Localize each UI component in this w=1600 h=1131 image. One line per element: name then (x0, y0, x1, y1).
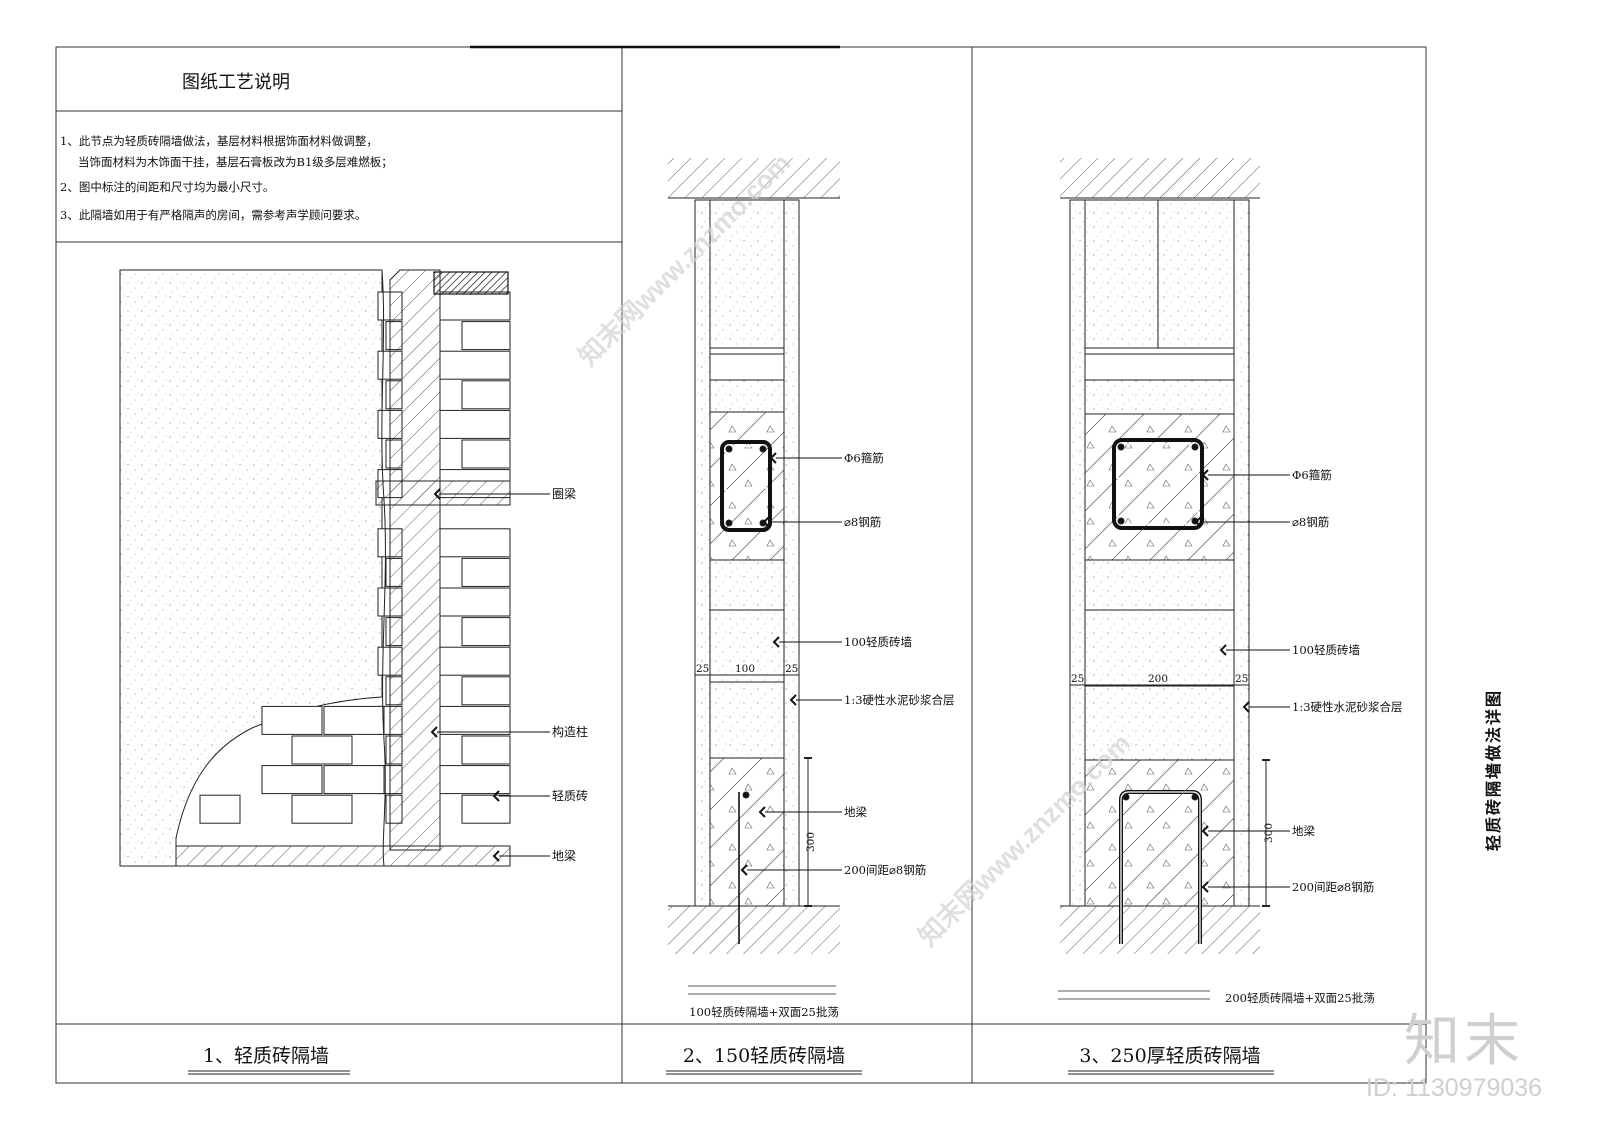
slab-above (1060, 158, 1260, 198)
d2-label-ground-beam: 地梁 (844, 805, 867, 819)
caption-3: 3、250厚轻质砖隔墙 (1079, 1045, 1260, 1067)
slab-above (668, 158, 840, 198)
watermark-id: ID: 1130979036 (1366, 1074, 1543, 1102)
detail-2-leaders (740, 452, 842, 876)
d3-label-wall: 100轻质砖墙 (1292, 643, 1360, 657)
brick (461, 676, 511, 706)
brick (461, 380, 511, 410)
d2-label-stirrup: Φ6箍筋 (844, 451, 884, 465)
brick-mid (1084, 379, 1235, 415)
cut-section-top (433, 271, 509, 295)
brick (439, 646, 511, 676)
brick (461, 735, 511, 765)
d2-label-wall: 100轻质砖墙 (844, 635, 912, 649)
d3-label-stirrup: Φ6箍筋 (1292, 468, 1332, 482)
detail-3-leaders (1194, 469, 1290, 893)
d2-dim-height: 300 (805, 832, 817, 852)
note-line-1: 1、此节点为轻质砖隔墙做法，基层材料根据饰面材料做调整， (60, 134, 378, 148)
d2-dim-left: 25 (696, 663, 709, 675)
plaster-surface (119, 269, 383, 867)
brick-lower (1084, 559, 1235, 761)
d3-label-rebar: ⌀8钢筋 (1292, 515, 1329, 529)
d3-subtitle-rule (1058, 990, 1210, 1000)
d3-dim-right: 25 (1235, 673, 1248, 685)
d2-label-spacing: 200间距⌀8钢筋 (844, 863, 926, 877)
label-ground-beam: 地梁 (552, 848, 576, 863)
note-line-3: 2、图中标注的间距和尺寸均为最小尺寸。 (60, 180, 274, 194)
brick (439, 409, 511, 439)
brick (439, 705, 511, 735)
d3-label-spacing: 200间距⌀8钢筋 (1292, 880, 1374, 894)
brick-mid (709, 379, 785, 413)
stirrup-6 (720, 440, 772, 532)
ground-beam (175, 845, 511, 867)
brick (439, 528, 511, 558)
d3-dim-left: 25 (1071, 673, 1084, 685)
brick (461, 557, 511, 587)
d3-label-mortar: 1:3硬性水泥砂浆合层 (1292, 700, 1403, 714)
break-line (381, 269, 386, 867)
detail-1-leaders (430, 488, 550, 862)
brick (439, 350, 511, 380)
d2-subtitle-rule (688, 985, 836, 995)
d3-dim-mid: 200 (1148, 673, 1168, 685)
beam-block (1084, 413, 1235, 561)
detail-3-section (1060, 158, 1270, 954)
plaster-right (783, 199, 800, 907)
brick-upper (709, 199, 785, 349)
note-line-2: 当饰面材料为木饰面干挂，基层石膏板改为B1级多层难燃板； (78, 155, 393, 169)
label-ring-beam: 圈梁 (552, 486, 576, 501)
d3-label-ground-beam: 地梁 (1292, 824, 1315, 838)
brick (291, 794, 353, 824)
floor-below (668, 906, 840, 954)
ring-beam (375, 480, 511, 506)
brick (439, 291, 511, 321)
label-lightweight-brick: 轻质砖 (552, 788, 588, 803)
d2-label-rebar: ⌀8钢筋 (844, 515, 881, 529)
d3-subtitle: 200轻质砖隔墙+双面25批荡 (1225, 991, 1375, 1005)
watermark-brand: 知末 (1404, 1009, 1524, 1072)
brick (461, 617, 511, 647)
brick-lower (709, 559, 785, 759)
stirrup-6 (1112, 438, 1204, 530)
brick (461, 439, 511, 469)
note-line-4: 3、此隔墙如用于有严格隔声的房间，需参考声学顾问要求。 (60, 208, 366, 222)
d2-dim-mid: 100 (735, 663, 755, 675)
brick (323, 765, 385, 795)
tie-column (389, 269, 441, 851)
brick (461, 321, 511, 351)
plaster-right (1233, 199, 1250, 907)
brick (261, 765, 323, 795)
d2-dim-right: 25 (785, 663, 798, 675)
brick (291, 735, 353, 765)
sheet-title: 轻质砖隔墙做法详图 (1484, 689, 1503, 851)
notes-title: 图纸工艺说明 (182, 72, 290, 93)
brick (439, 765, 511, 795)
d2-label-mortar: 1:3硬性水泥砂浆合层 (844, 693, 955, 707)
label-tie-column: 构造柱 (552, 724, 588, 739)
plaster-left (694, 199, 711, 907)
caption-2: 2、150轻质砖隔墙 (683, 1045, 845, 1067)
d3-dim-height: 300 (1263, 823, 1275, 843)
brick (199, 794, 241, 824)
detail-1-elevation (119, 269, 511, 867)
ground-beam-block (1084, 759, 1235, 907)
floor-below (1060, 906, 1260, 954)
ground-beam-block (709, 757, 785, 907)
caption-1: 1、轻质砖隔墙 (203, 1045, 329, 1067)
brick (439, 587, 511, 617)
brick-upper (1084, 199, 1235, 349)
brick (461, 794, 511, 824)
process-notes: 图纸工艺说明 1、此节点为轻质砖隔墙做法，基层材料根据饰面材料做调整， 当饰面材… (60, 72, 393, 222)
d2-subtitle: 100轻质砖隔墙+双面25批荡 (689, 1005, 839, 1019)
brick (261, 705, 323, 735)
detail-2-section (668, 158, 840, 954)
brick (323, 705, 385, 735)
